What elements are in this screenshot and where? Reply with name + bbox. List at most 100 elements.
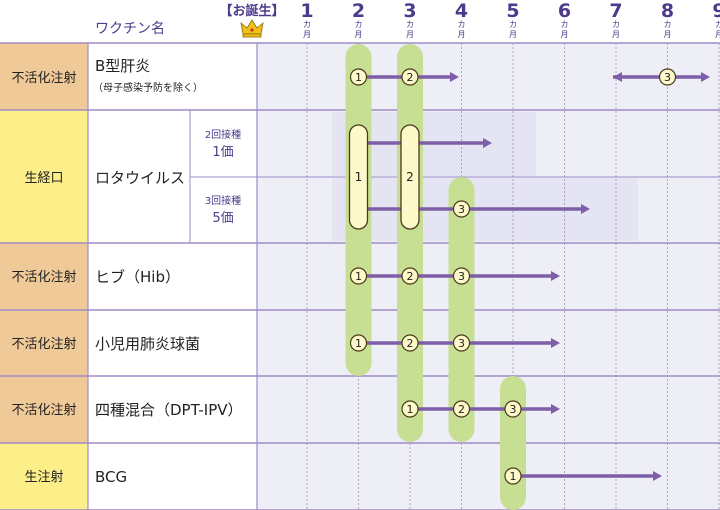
dose-circle	[401, 68, 419, 86]
vaccine-type-label: 不活化注射	[11, 70, 76, 86]
vaccine-row-0: 不活化注射 B型肝炎 （母子感染予防を除く）	[11, 57, 203, 94]
dose-rota-1: 1	[348, 124, 369, 230]
month-number: 8	[661, 0, 674, 22]
birth-column-header: 【お誕生】	[219, 3, 284, 19]
month-header-9: 9カ月	[712, 0, 720, 39]
month-unit: カ	[561, 20, 569, 29]
dose-circle	[452, 400, 471, 418]
vaccine-type-label: 生経口	[24, 171, 63, 186]
month-number: 3	[403, 0, 416, 22]
dose-circle	[658, 68, 677, 86]
dose-number: 3	[458, 203, 465, 216]
month-header-8: 8カ月	[661, 0, 674, 39]
month-header-3: 3カ月	[403, 0, 416, 39]
month-unit: カ	[406, 20, 414, 29]
dose-circle	[504, 467, 522, 485]
month-suffix: 月	[458, 30, 466, 39]
dose-circle	[349, 334, 368, 352]
dose-pcv-1: 1	[349, 334, 368, 352]
dose-hib-2: 2	[401, 267, 419, 285]
month-suffix: 月	[509, 30, 517, 39]
dose-number: 1	[355, 170, 363, 184]
month-unit: カ	[715, 20, 720, 29]
dose-number: 1	[355, 270, 362, 283]
month-unit: カ	[664, 20, 672, 29]
dose-circle	[349, 267, 368, 285]
vaccine-type-label: 生注射	[24, 469, 63, 485]
dose-rota-2: 2	[400, 124, 420, 230]
arrow-hepb-third-head	[701, 72, 710, 82]
grid-lines	[0, 42, 720, 510]
arrow-hepb-first-head	[450, 72, 459, 82]
name-cell-bg	[88, 43, 257, 110]
valency-label: 1価	[212, 145, 233, 160]
crown-icon	[240, 19, 264, 38]
month-header-5: 5カ月	[506, 0, 519, 39]
band-month-5	[500, 376, 526, 510]
dose-markers: 1 2 3 1 2 3 1 2 3 1 2 3 1 1 2 3	[348, 68, 677, 485]
crown-jewel	[250, 28, 254, 32]
vaccine-name: B型肝炎	[95, 57, 150, 75]
month-suffix: 月	[664, 30, 672, 39]
dose-number: 1	[510, 470, 517, 483]
dose-count-label: 3回接種	[205, 194, 241, 207]
dose-hepb-2: 2	[401, 68, 419, 86]
vaccine-name: 小児用肺炎球菌	[95, 335, 200, 353]
month-number: 2	[352, 0, 365, 22]
name-cell-bg	[88, 443, 257, 510]
vaccine-row-1: 生経口 ロタウイルス 2回接種 1価 3回接種 5価	[24, 128, 241, 226]
dose-number: 2	[458, 403, 465, 416]
vaccine-note: （母子感染予防を除く）	[93, 81, 203, 94]
month-number: 1	[300, 0, 313, 22]
dose-pcv-3: 3	[452, 334, 471, 352]
month-header-4: 4カ月	[455, 0, 468, 39]
month-number: 6	[558, 0, 571, 22]
vaccine-name: ロタウイルス	[95, 169, 185, 187]
month-number: 5	[506, 0, 519, 22]
dose-hepb-1: 1	[349, 68, 368, 86]
vaccine-name: ヒブ（Hib）	[95, 268, 180, 286]
month-unit: カ	[612, 20, 620, 29]
dose-number: 3	[458, 337, 465, 350]
dose-dpt-2: 2	[452, 400, 471, 418]
dose-hib-1: 1	[349, 267, 368, 285]
band-month-3	[397, 44, 423, 442]
dose-count-label: 2回接種	[205, 128, 241, 141]
dose-circle	[349, 68, 368, 86]
dose-number: 2	[406, 170, 414, 184]
dose-circle	[452, 200, 471, 218]
dose-bcg-1: 1	[504, 467, 522, 485]
month-header-2: 2カ月	[352, 0, 365, 39]
month-suffix: 月	[406, 30, 414, 39]
vaccine-name-column-header: ワクチン名	[95, 21, 165, 37]
dose-number: 2	[407, 337, 414, 350]
type-cell-bg	[0, 310, 88, 376]
month-suffix: 月	[303, 30, 311, 39]
dose-pcv-2: 2	[401, 334, 419, 352]
crown-shape	[240, 19, 264, 35]
type-cell-bg	[0, 376, 88, 443]
name-cell-bg	[88, 376, 257, 443]
vaccine-row-5: 生注射 BCG	[24, 468, 127, 486]
dose-number: 3	[458, 270, 465, 283]
arrow-pcv-head	[551, 338, 560, 348]
vaccine-name: BCG	[95, 468, 127, 486]
month-unit: カ	[458, 20, 466, 29]
month-suffix: 月	[612, 30, 620, 39]
vaccine-name: 四種混合（DPT-IPV）	[95, 401, 243, 419]
valency-label: 5価	[212, 211, 233, 226]
month-number: 7	[609, 0, 622, 22]
type-cell-bg	[0, 243, 88, 310]
dose-dpt-3: 3	[504, 400, 522, 418]
dose-pill	[348, 124, 369, 230]
dose-hepb-3: 3	[658, 68, 677, 86]
dose-number: 1	[407, 403, 414, 416]
arrow-rota-2dose-head	[483, 138, 492, 148]
dose-number: 3	[664, 71, 671, 84]
dose-circle	[452, 267, 471, 285]
arrow-dpt-head	[551, 404, 560, 414]
month-suffix: 月	[561, 30, 569, 39]
dose-number: 2	[407, 270, 414, 283]
